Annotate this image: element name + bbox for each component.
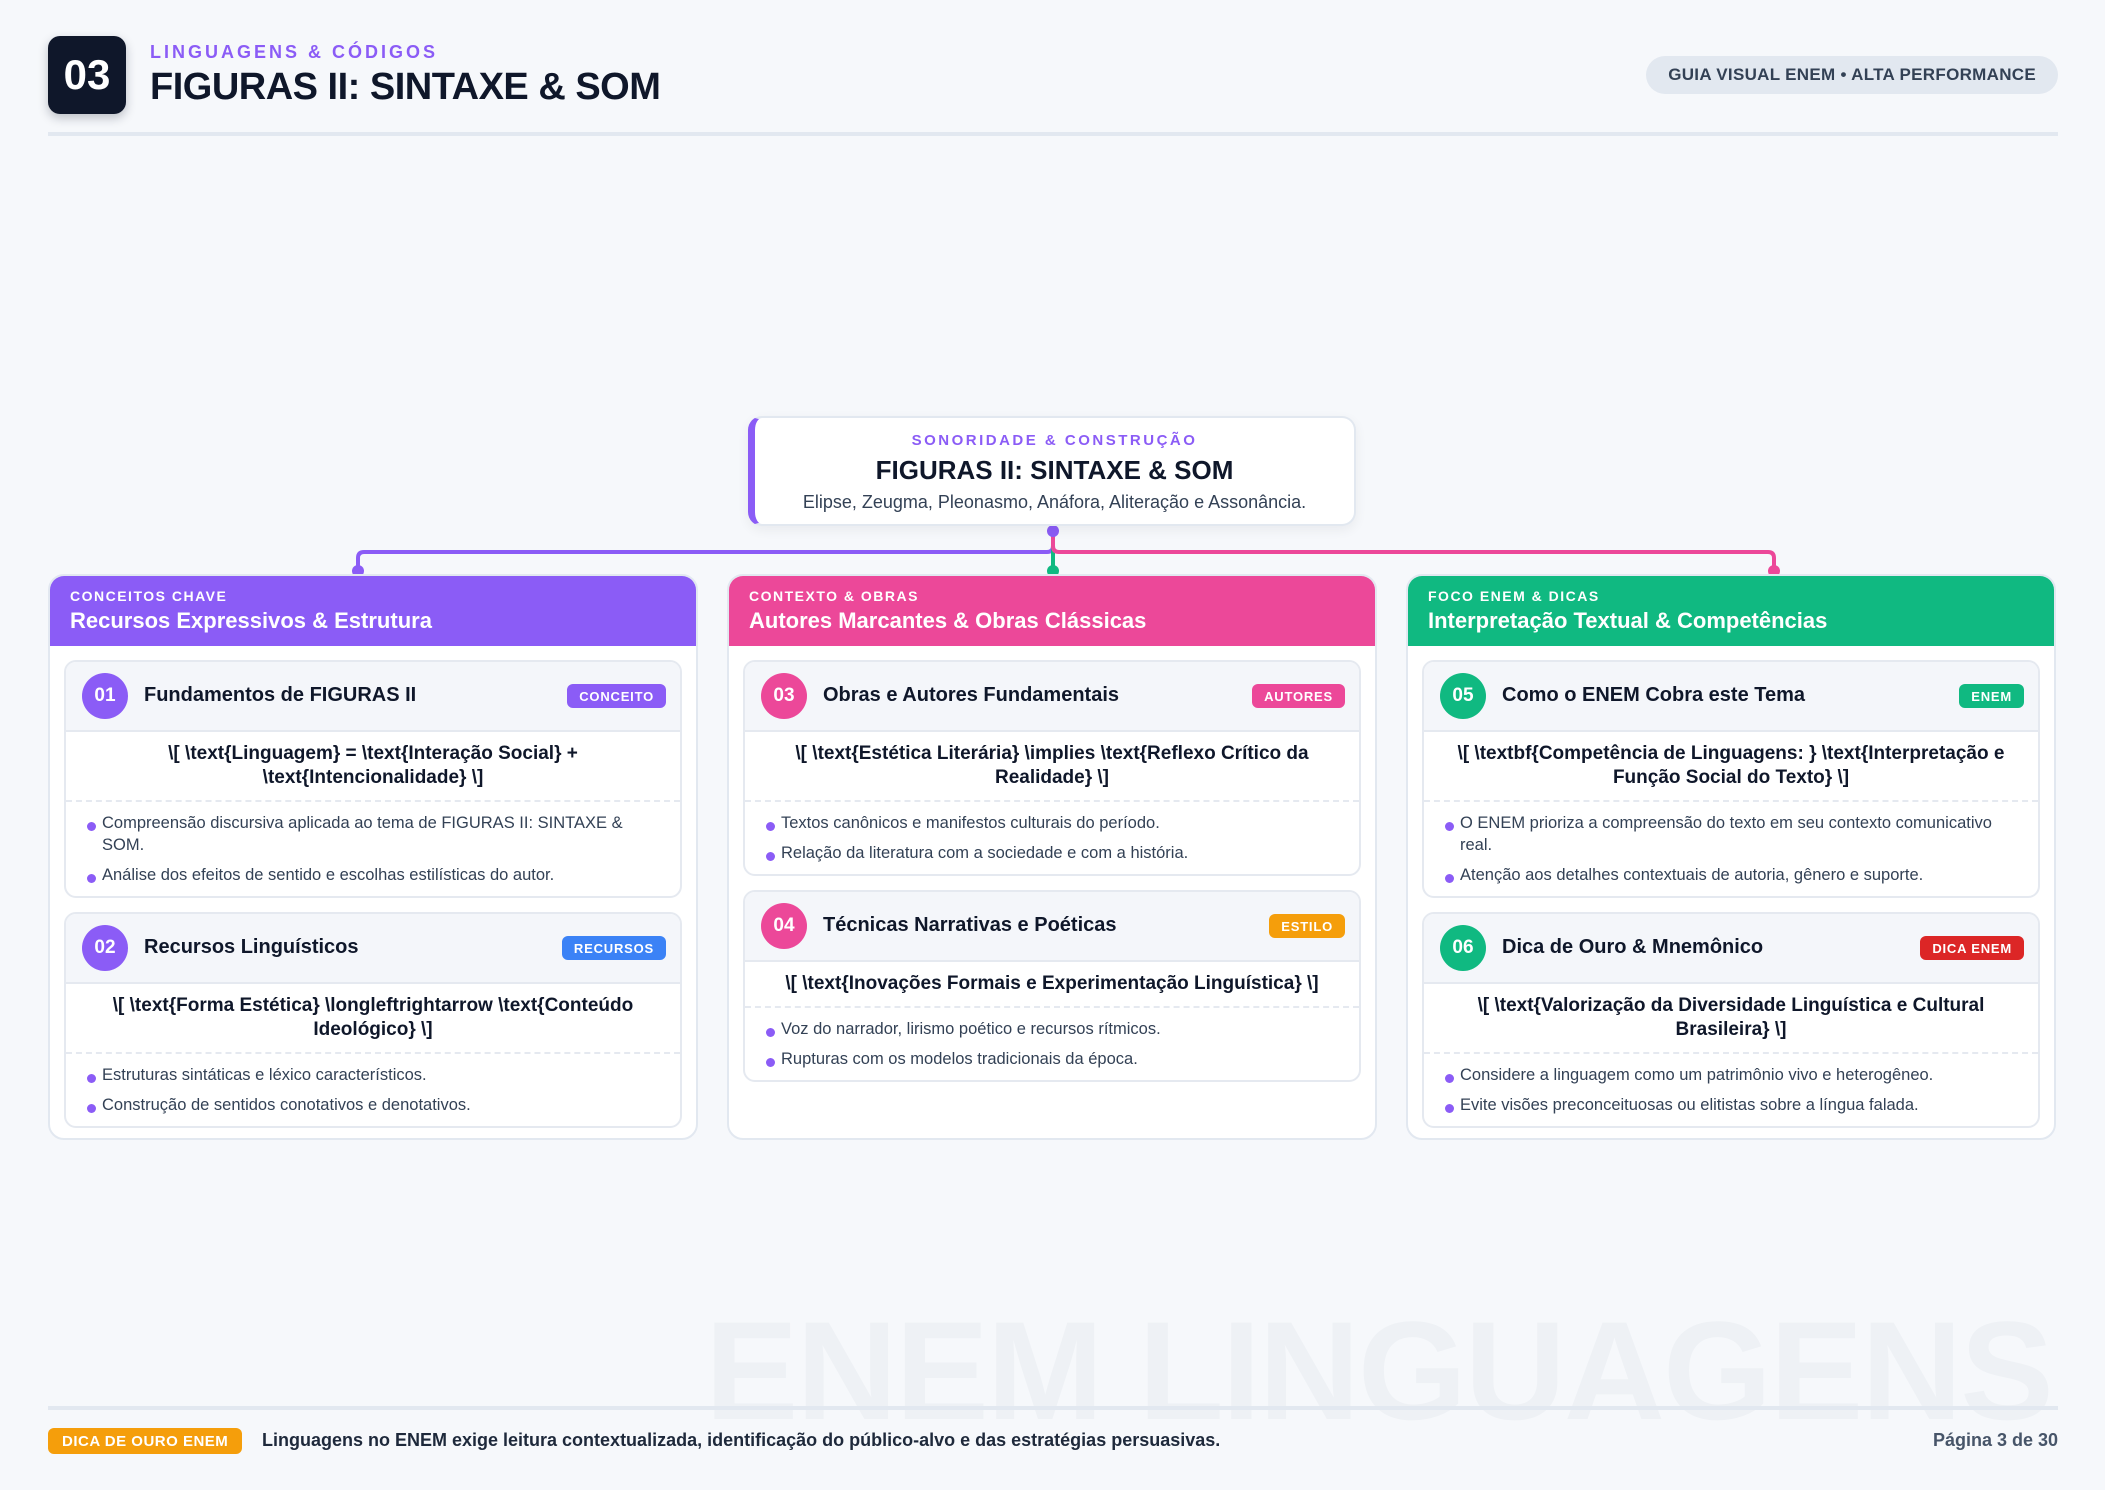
card-formula: \[ \text{Valorização da Diversidade Ling… xyxy=(1424,982,2038,1054)
connector-right xyxy=(1051,532,1776,572)
footer-tip-text: Linguagens no ENEM exige leitura context… xyxy=(262,1430,1221,1450)
card-number: 06 xyxy=(1440,925,1486,971)
connector-left xyxy=(356,532,1055,572)
topic-card-01: 01 Fundamentos de FIGURAS II CONCEITO \[… xyxy=(64,660,682,898)
card-formula: \[ \text{Estética Literária} \implies \t… xyxy=(745,730,1359,802)
column-kicker: FOCO ENEM & DICAS xyxy=(1428,588,1600,604)
card-title: Técnicas Narrativas e Poéticas xyxy=(823,914,1117,936)
topic-card-03: 03 Obras e Autores Fundamentais AUTORES … xyxy=(743,660,1361,876)
card-title: Fundamentos de FIGURAS II xyxy=(144,684,417,706)
card-title: Obras e Autores Fundamentais xyxy=(823,684,1119,706)
card-bullet: Evite visões preconceituosas ou elitista… xyxy=(1444,1094,2018,1116)
footer-divider xyxy=(48,1406,2058,1410)
column-header: CONTEXTO & OBRAS Autores Marcantes & Obr… xyxy=(729,576,1375,646)
card-tag: AUTORES xyxy=(1252,684,1345,708)
page-header: 03 LINGUAGENS & CÓDIGOS FIGURAS II: SINT… xyxy=(48,36,2058,136)
card-bullet: Atenção aos detalhes contextuais de auto… xyxy=(1444,864,2018,886)
card-tag: ENEM xyxy=(1959,684,2024,708)
card-bullet: Compreensão discursiva aplicada ao tema … xyxy=(86,812,660,856)
card-number: 02 xyxy=(82,925,128,971)
card-title: Recursos Linguísticos xyxy=(144,936,359,958)
card-tag: RECURSOS xyxy=(561,936,666,960)
page-title: FIGURAS II: SINTAXE & SOM xyxy=(150,66,661,108)
card-tag: DICA ENEM xyxy=(1920,936,2024,960)
card-formula: \[ \text{Linguagem} = \text{Interação So… xyxy=(66,730,680,802)
card-bullet: Relação da literatura com a sociedade e … xyxy=(765,842,1339,864)
column-concepts: CONCEITOS CHAVE Recursos Expressivos & E… xyxy=(48,574,698,1140)
card-title: Dica de Ouro & Mnemônico xyxy=(1502,936,1764,958)
section-number: 03 xyxy=(48,36,126,114)
card-bullet: Construção de sentidos conotativos e den… xyxy=(86,1094,660,1116)
root-node: SONORIDADE & CONSTRUÇÃO FIGURAS II: SINT… xyxy=(748,416,1356,526)
card-bullet: Voz do narrador, lirismo poético e recur… xyxy=(765,1018,1339,1040)
card-tag: CONCEITO xyxy=(567,684,666,708)
column-kicker: CONCEITOS CHAVE xyxy=(70,588,228,604)
card-tag: ESTILO xyxy=(1269,914,1345,938)
column-context: CONTEXTO & OBRAS Autores Marcantes & Obr… xyxy=(727,574,1377,1140)
card-formula: \[ \text{Forma Estética} \longleftrighta… xyxy=(66,982,680,1054)
card-bullet: O ENEM prioriza a compreensão do texto e… xyxy=(1444,812,2018,856)
connector-node-root xyxy=(1047,525,1059,537)
card-bullet: Textos canônicos e manifestos culturais … xyxy=(765,812,1339,834)
topic-card-04: 04 Técnicas Narrativas e Poéticas ESTILO… xyxy=(743,890,1361,1082)
page-number: Página 3 de 30 xyxy=(1932,1430,2058,1450)
card-bullet: Análise dos efeitos de sentido e escolha… xyxy=(86,864,660,886)
section-kicker: LINGUAGENS & CÓDIGOS xyxy=(150,42,439,62)
root-kicker: SONORIDADE & CONSTRUÇÃO xyxy=(911,432,1198,449)
watermark: ENEM LINGUAGENS xyxy=(705,1292,2054,1449)
card-number: 05 xyxy=(1440,673,1486,719)
column-title: Interpretação Textual & Competências xyxy=(1428,608,1828,633)
footer-tip-tag: DICA DE OURO ENEM xyxy=(48,1428,243,1454)
column-title: Recursos Expressivos & Estrutura xyxy=(70,608,432,633)
column-header: CONCEITOS CHAVE Recursos Expressivos & E… xyxy=(50,576,696,646)
card-title: Como o ENEM Cobra este Tema xyxy=(1502,684,1806,706)
column-header: FOCO ENEM & DICAS Interpretação Textual … xyxy=(1408,576,2054,646)
column-title: Autores Marcantes & Obras Clássicas xyxy=(749,608,1147,633)
root-title: FIGURAS II: SINTAXE & SOM xyxy=(875,455,1234,485)
topic-card-05: 05 Como o ENEM Cobra este Tema ENEM \[ \… xyxy=(1422,660,2040,898)
card-number: 03 xyxy=(761,673,807,719)
guide-pill: GUIA VISUAL ENEM • ALTA PERFORMANCE xyxy=(1646,56,2058,94)
card-formula: \[ \text{Inovações Formais e Experimenta… xyxy=(745,960,1359,1008)
root-subtitle: Elipse, Zeugma, Pleonasmo, Anáfora, Alit… xyxy=(802,492,1307,512)
topic-card-02: 02 Recursos Linguísticos RECURSOS \[ \te… xyxy=(64,912,682,1128)
card-number: 01 xyxy=(82,673,128,719)
card-bullet: Considere a linguagem como um patrimônio… xyxy=(1444,1064,2018,1086)
topic-card-06: 06 Dica de Ouro & Mnemônico DICA ENEM \[… xyxy=(1422,912,2040,1128)
card-bullet: Estruturas sintáticas e léxico caracterí… xyxy=(86,1064,660,1086)
card-number: 04 xyxy=(761,903,807,949)
column-kicker: CONTEXTO & OBRAS xyxy=(749,588,919,604)
card-formula: \[ \textbf{Competência de Linguagens: } … xyxy=(1424,730,2038,802)
column-enem-focus: FOCO ENEM & DICAS Interpretação Textual … xyxy=(1406,574,2056,1140)
card-bullet: Rupturas com os modelos tradicionais da … xyxy=(765,1048,1339,1070)
